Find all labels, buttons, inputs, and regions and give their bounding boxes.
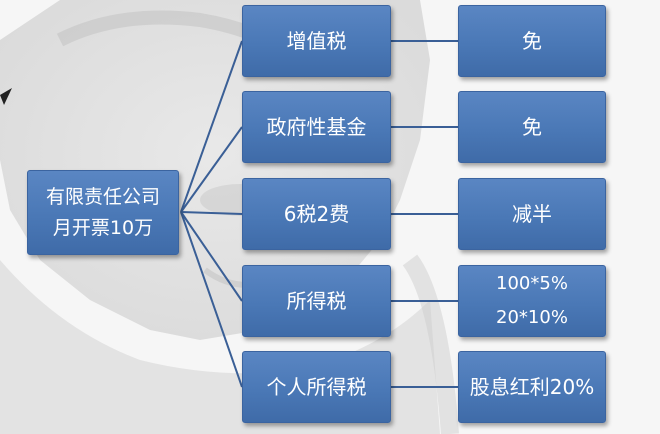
category-label: 个人所得税 <box>266 375 367 399</box>
result-node-vat: 免 <box>458 5 606 77</box>
result-text: 免 <box>522 115 542 139</box>
branch-connector-1 <box>180 40 243 213</box>
result-node-income-tax: 100*5% 20*10% <box>458 265 606 337</box>
root-line-1: 有限责任公司 <box>45 186 160 209</box>
root-line-2: 月开票10万 <box>52 216 154 239</box>
branch-connector-3 <box>180 211 243 215</box>
category-label: 政府性基金 <box>266 115 367 139</box>
category-node-vat: 增值税 <box>242 5 391 77</box>
category-label: 增值税 <box>286 29 347 53</box>
branch-connector-4 <box>180 211 243 302</box>
result-text-line-1: 100*5% <box>496 272 568 294</box>
result-text: 免 <box>522 29 542 53</box>
category-node-6tax2fee: 6税2费 <box>242 178 391 250</box>
result-node-personal-income-tax: 股息红利20% <box>458 351 606 423</box>
category-label: 6税2费 <box>283 202 350 226</box>
result-text: 股息红利20% <box>469 375 595 399</box>
category-node-personal-income-tax: 个人所得税 <box>242 351 391 423</box>
category-node-income-tax: 所得税 <box>242 265 391 337</box>
category-label: 所得税 <box>286 289 347 313</box>
branch-connector-2 <box>180 126 243 213</box>
result-text: 减半 <box>512 202 552 226</box>
result-node-gov-fund: 免 <box>458 91 606 163</box>
branch-connector-5 <box>180 211 243 388</box>
result-text-line-2: 20*10% <box>496 307 568 328</box>
result-node-6tax2fee: 减半 <box>458 178 606 250</box>
root-node-company: 有限责任公司 月开票10万 <box>27 170 179 255</box>
category-node-gov-fund: 政府性基金 <box>242 91 391 163</box>
